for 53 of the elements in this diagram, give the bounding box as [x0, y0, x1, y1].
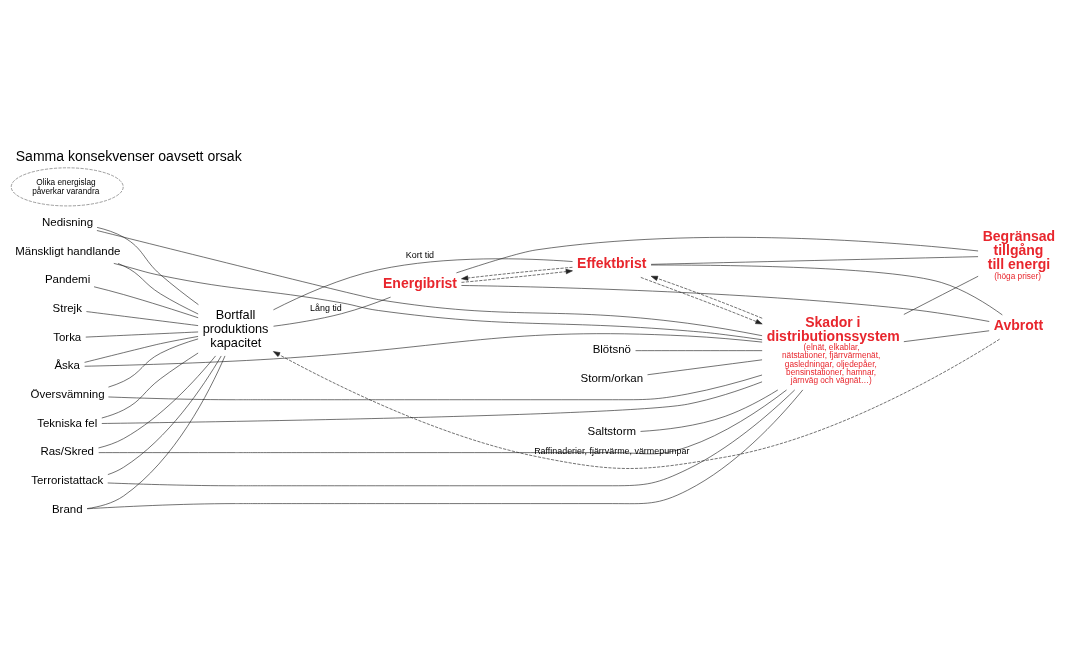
connector: [117, 262, 199, 314]
connector: [273, 296, 391, 327]
connector: [647, 359, 763, 375]
node-text: Brand: [51, 502, 83, 515]
connector: [101, 381, 763, 424]
connector: [96, 226, 199, 305]
node-text: Torka: [53, 330, 82, 343]
arrow: [650, 275, 763, 319]
connector: [84, 335, 199, 363]
node-text: Översvämning: [30, 387, 105, 400]
node-text: Avbrott: [993, 316, 1044, 333]
connector: [273, 257, 573, 310]
connector: [108, 374, 763, 400]
connector: [98, 355, 216, 448]
connector: [461, 284, 990, 322]
connector: [86, 310, 199, 326]
connector: [96, 229, 763, 336]
node-text: Saltstorm: [587, 424, 637, 437]
node-text: Mänskligt handlande: [15, 244, 121, 257]
connector: [86, 355, 226, 509]
arrow: [640, 276, 763, 324]
edge-label: Kort tid: [405, 249, 435, 260]
node-text: Blötsnö: [592, 342, 631, 355]
node-text: Bortfall produktions kapacitet: [202, 306, 269, 350]
edge-label: Raffinaderier, fjärrvärme, värmepumpar: [534, 445, 690, 456]
connector: [107, 389, 796, 486]
node-text: Åska: [54, 358, 80, 371]
connector: [650, 264, 1003, 315]
arrow: [273, 338, 1000, 469]
connector: [101, 352, 199, 418]
connector: [98, 389, 787, 454]
node-text: Energibrist: [383, 274, 457, 291]
connector: [903, 329, 990, 342]
node-text: Ras/Skred: [40, 444, 95, 457]
edge-label: Lång tid: [310, 302, 342, 313]
node-text: Nedisning: [42, 215, 94, 228]
node-text: Strejk: [52, 301, 82, 314]
connector: [903, 275, 979, 315]
node-text: Terroristattack: [31, 473, 104, 486]
connector: [85, 331, 199, 337]
node-text: Effektbrist: [577, 254, 647, 271]
node-text: Tekniska fel: [37, 416, 98, 429]
connector: [86, 389, 804, 509]
connector: [456, 236, 979, 273]
connector: [113, 262, 763, 340]
diagram-title: Samma konsekvenser oavsett orsak: [15, 147, 242, 164]
connector: [108, 338, 199, 387]
connector: [107, 355, 222, 475]
connector: [93, 285, 199, 318]
connector: [84, 332, 763, 367]
node-text: Pandemi: [44, 272, 91, 285]
connector: [640, 389, 779, 432]
node-text: Storm/orkan: [580, 371, 644, 384]
